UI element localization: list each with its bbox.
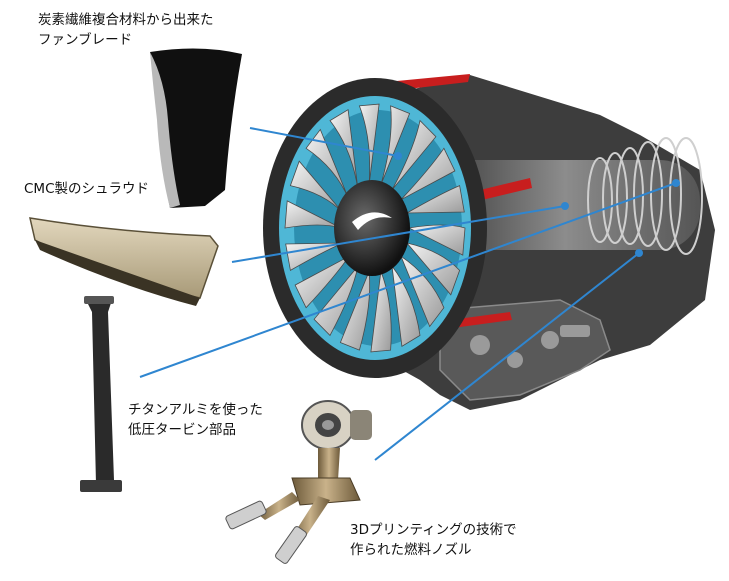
- lpt-blade-part: [86, 300, 114, 484]
- cmc-shroud-label-line1: CMC製のシュラウド: [24, 181, 150, 197]
- fan-hub: [334, 180, 410, 276]
- fan-blade: [305, 128, 350, 200]
- cmc-shroud-part-shadow: [35, 240, 200, 306]
- fan-blade: [391, 264, 421, 347]
- leader-line-fan-blade: [249, 127, 399, 157]
- leader-dot-cmc-shroud: [561, 202, 569, 210]
- fan-blade-label-line1: 炭素繊維複合材料から出来た: [38, 12, 214, 28]
- fan-blade-part-edge: [150, 52, 180, 208]
- leader-dots: [394, 152, 680, 257]
- fan-blade-label-line2: ファンブレード: [38, 32, 133, 48]
- leader-dot-lpt: [672, 179, 680, 187]
- fan-blade: [358, 103, 380, 185]
- leader-line-lpt: [139, 182, 677, 378]
- leader-line-fuel-nozzle: [374, 252, 640, 461]
- fan-blade: [370, 271, 392, 353]
- fan-blade: [329, 109, 359, 190]
- leader-dot-fuel-nozzle: [635, 249, 643, 257]
- fan-blade: [400, 147, 456, 201]
- accessory-details: [470, 325, 590, 368]
- leader-lines: [139, 127, 677, 461]
- lpt-blade-root: [80, 480, 122, 492]
- fuel-nozzle-label-line1: 3Dプリンティングの技術で: [350, 522, 517, 538]
- fan-blade: [405, 242, 461, 296]
- fan-blade: [339, 271, 371, 351]
- fan-blade-label: 炭素繊維複合材料から出来た ファンブレード: [38, 10, 214, 50]
- fuel-nozzle-label-line2: 作られた燃料ノズル: [350, 542, 472, 558]
- lpt-label: チタンアルミを使った 低圧タービン部品: [128, 400, 263, 440]
- fan-blade: [406, 185, 465, 214]
- lpt-label-line2: 低圧タービン部品: [128, 422, 236, 438]
- fan-blade: [391, 119, 437, 191]
- lpt-blade-tip: [84, 296, 114, 304]
- leader-dot-fan-blade: [394, 152, 402, 160]
- cmc-shroud-label: CMC製のシュラウド: [24, 179, 149, 199]
- fan-blades: [284, 103, 466, 353]
- fan-blade: [380, 105, 411, 185]
- fan-blade: [313, 265, 359, 337]
- red-accent-mid: [480, 178, 532, 200]
- fuel-nozzle-part: [225, 400, 372, 564]
- fan-blade: [400, 255, 445, 328]
- leader-line-cmc-shroud: [231, 205, 566, 263]
- spinner-swirl-icon: [352, 212, 392, 230]
- lpt-label-line1: チタンアルミを使った: [128, 402, 263, 418]
- fuel-nozzle-label: 3Dプリンティングの技術で 作られた燃料ノズル: [350, 520, 517, 560]
- fan-assembly: [263, 78, 487, 378]
